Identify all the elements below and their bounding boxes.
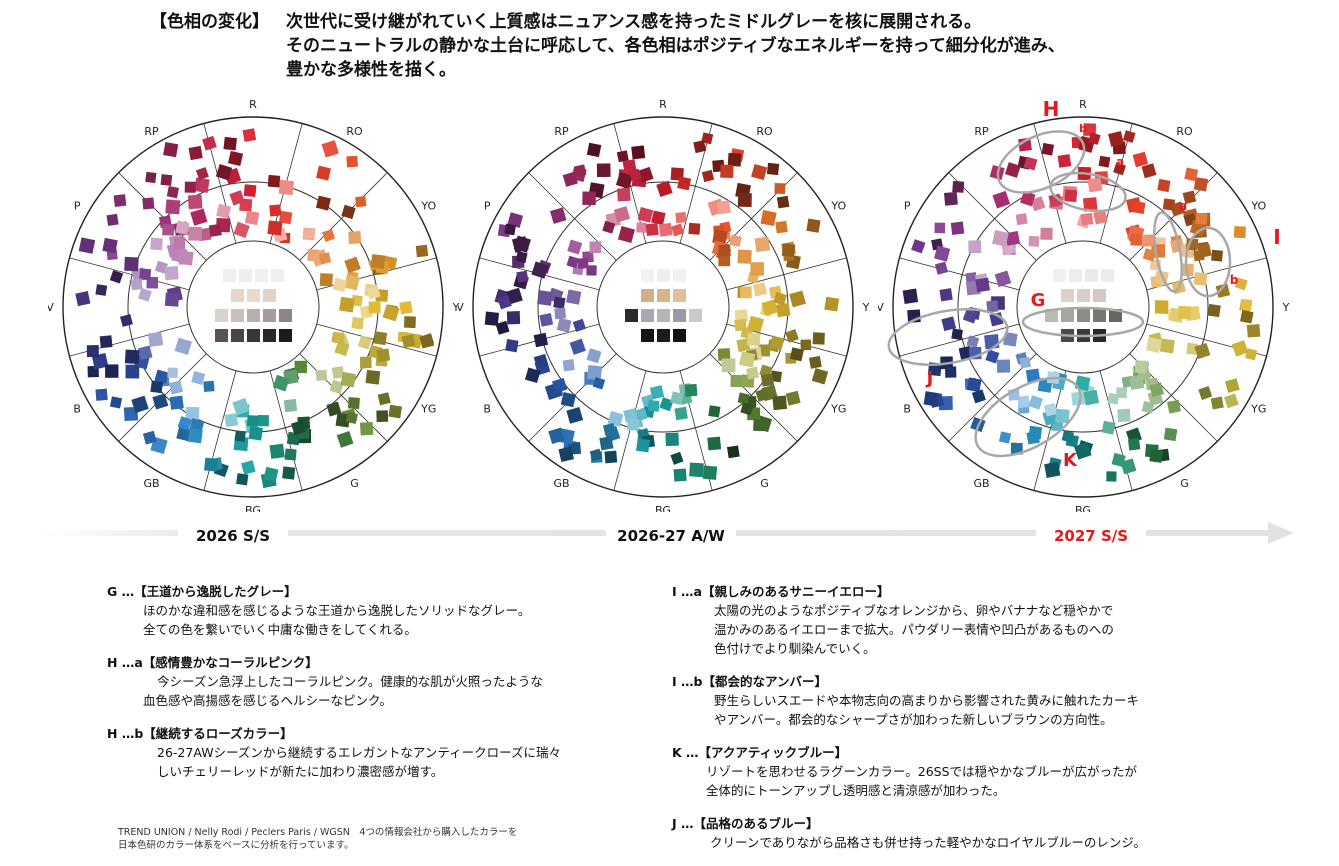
hue-label: B [483, 403, 491, 416]
header-tag: 【色相の変化】 [150, 12, 269, 32]
group-marker-label: K [1063, 450, 1078, 471]
note-body: 野生らしいスエードや本物志向の高まりから影響された黄みに触れたカーキ [714, 693, 1140, 708]
footer-line: 日本色研のカラー体系をベースに分析を行っています。 [118, 840, 354, 851]
hue-label: RO [756, 125, 773, 138]
note-title: I …a【親しみのあるサニーイエロー】 [672, 584, 890, 599]
highlight-ellipse [1153, 211, 1183, 293]
hue-label: YG [420, 403, 436, 416]
group-marker-label: a [1116, 155, 1124, 169]
hue-label: YO [830, 200, 846, 213]
note-h-a: H …a【感情豊かなコーラルピンク】 今シーズン急浮上したコーラルピンク。健康的… [107, 653, 561, 710]
note-title: I …b【都会的なアンバー】 [672, 674, 827, 689]
note-body: 今シーズン急浮上したコーラルピンク。健康的な肌が火照ったような [157, 674, 543, 689]
hue-label: GB [143, 477, 159, 490]
hue-label: GB [973, 477, 989, 490]
note-body: 全体的にトーンアップし透明感と清涼感が加わった。 [706, 783, 1006, 798]
hue-label: Y [1282, 301, 1290, 314]
hue-label: YG [830, 403, 846, 416]
note-body: リゾートを思わせるラグーンカラー。26SSでは穏やかなブルーが広がったが [706, 764, 1138, 779]
note-body: 血色感や高揚感を感じるヘルシーなピンク。 [143, 693, 393, 708]
hue-label: RP [974, 125, 989, 138]
note-j: J …【品格のあるブルー】 クリーンでありながら品格さも併せ持った軽やかなロイヤ… [672, 814, 1146, 852]
hue-label: BG [1075, 504, 1091, 512]
hue-label: R [1079, 98, 1087, 111]
hue-label: V [878, 301, 884, 314]
group-marker-label: H [1043, 97, 1060, 121]
color-wheel-2026-27aw: R RO YO Y YG G BG GB B V P RP [458, 92, 878, 512]
highlight-ellipse [974, 376, 1082, 458]
hue-label: B [73, 403, 81, 416]
note-h-b: H …b【継続するローズカラー】 26-27AWシーズンから継続するエレガントな… [107, 724, 561, 781]
hue-label: Y [862, 301, 870, 314]
hue-label: R [249, 98, 257, 111]
group-marker-label: I [1273, 225, 1280, 249]
hue-label: P [904, 200, 911, 213]
hue-label: YO [420, 200, 436, 213]
header-line: そのニュートラルの静かな土台に呼応して、各色相はポジティブなエネルギーを持って細… [286, 36, 1065, 56]
note-body: ほのかな違和感を感じるような王道から逸脱したソリッドなグレー。 [143, 603, 531, 618]
hue-label: B [903, 403, 911, 416]
notes-left: G …【王道から逸脱したグレー】 ほのかな違和感を感じるような王道から逸脱したソ… [107, 582, 561, 795]
hue-label: RO [346, 125, 363, 138]
group-marker-label: b [1230, 273, 1239, 287]
header-text: 次世代に受け継がれていく上質感はニュアンス感を持ったミドルグレーを核に展開される… [286, 10, 1206, 82]
hue-label: P [484, 200, 491, 213]
hue-label: P [74, 200, 81, 213]
hue-label: V [48, 301, 54, 314]
note-i-a: I …a【親しみのあるサニーイエロー】 太陽の光のようなポジティブなオレンジから… [672, 582, 1146, 658]
note-i-b: I …b【都会的なアンバー】 野生らしいスエードや本物志向の高まりから影響された… [672, 672, 1146, 729]
season-label: 2027 S/S [1036, 527, 1146, 545]
note-body: 全ての色を繋いでいく中庸な働きをしてくれる。 [143, 622, 417, 637]
highlight-ellipse [1021, 306, 1145, 338]
hue-label: RO [1176, 125, 1193, 138]
hue-label: Y [452, 301, 460, 314]
highlight-ellipse [996, 130, 1086, 194]
hue-label: BG [655, 504, 671, 512]
note-body: 温かみのあるイエローまで拡大。パウダリー表情や凹凸があるものへの [714, 622, 1114, 637]
hue-label: G [760, 477, 769, 490]
note-title: H …a【感情豊かなコーラルピンク】 [107, 655, 318, 670]
note-body: しいチェリーレッドが新たに加わり濃密感が増す。 [157, 764, 444, 779]
group-marker-label: J [925, 368, 934, 389]
hue-label: V [458, 301, 464, 314]
group-marker-label: b [1079, 122, 1087, 135]
note-body: 色付けでより馴染んでいく。 [714, 641, 876, 656]
footer-line: TREND UNION / Nelly Rodi / Peclers Paris… [118, 827, 518, 838]
hue-label: GB [553, 477, 569, 490]
hue-label: BG [245, 504, 261, 512]
note-title: G …【王道から逸脱したグレー】 [107, 584, 297, 599]
note-title: K …【アクアティックブルー】 [672, 745, 848, 760]
hue-label: RP [554, 125, 569, 138]
color-wheel-2026ss: R RO YO Y YG G BG GB B V P RP [48, 92, 468, 512]
note-body: やアンバー。都会的なシャープさが加わった新しいブラウンの方向性。 [714, 712, 1113, 727]
note-k: K …【アクアティックブルー】 リゾートを思わせるラグーンカラー。26SSでは穏… [672, 743, 1146, 800]
color-wheel-graphic: R RO YO Y YG G BG GB B V P RP [48, 98, 460, 512]
header-line: 次世代に受け継がれていく上質感はニュアンス感を持ったミドルグレーを核に展開される… [286, 12, 982, 32]
note-title: J …【品格のあるブルー】 [672, 816, 819, 831]
highlight-ellipse [887, 308, 1009, 366]
hue-label: G [350, 477, 359, 490]
group-marker-label: G [1031, 290, 1046, 311]
header-line: 豊かな多様性を描く。 [286, 60, 456, 80]
note-body: 太陽の光のようなポジティブなオレンジから、卵やバナナなど穏やかで [714, 603, 1114, 618]
season-label: 2026-27 A/W [606, 527, 736, 545]
hue-label: YO [1250, 200, 1266, 213]
highlight-ellipse [1184, 226, 1232, 298]
note-body: クリーンでありながら品格さも併せ持った軽やかなロイヤルブルーのレンジ。 [710, 835, 1147, 850]
color-wheel-graphic: R RO YO Y YG G BG GB B V P RP [458, 98, 870, 512]
hue-label: R [659, 98, 667, 111]
hue-label: RP [144, 125, 159, 138]
notes-right: I …a【親しみのあるサニーイエロー】 太陽の光のようなポジティブなオレンジから… [672, 582, 1146, 866]
group-marker-label: a [1179, 199, 1187, 213]
note-title: H …b【継続するローズカラー】 [107, 726, 293, 741]
season-label: 2026 S/S [178, 527, 288, 545]
source-footer: TREND UNION / Nelly Rodi / Peclers Paris… [118, 826, 517, 852]
note-body: 26-27AWシーズンから継続するエレガントなアンティークローズに瑞々 [157, 745, 562, 760]
hue-label: G [1180, 477, 1189, 490]
highlight-ellipse [1049, 171, 1127, 213]
hue-label: YG [1250, 403, 1266, 416]
note-g: G …【王道から逸脱したグレー】 ほのかな違和感を感じるような王道から逸脱したソ… [107, 582, 561, 639]
